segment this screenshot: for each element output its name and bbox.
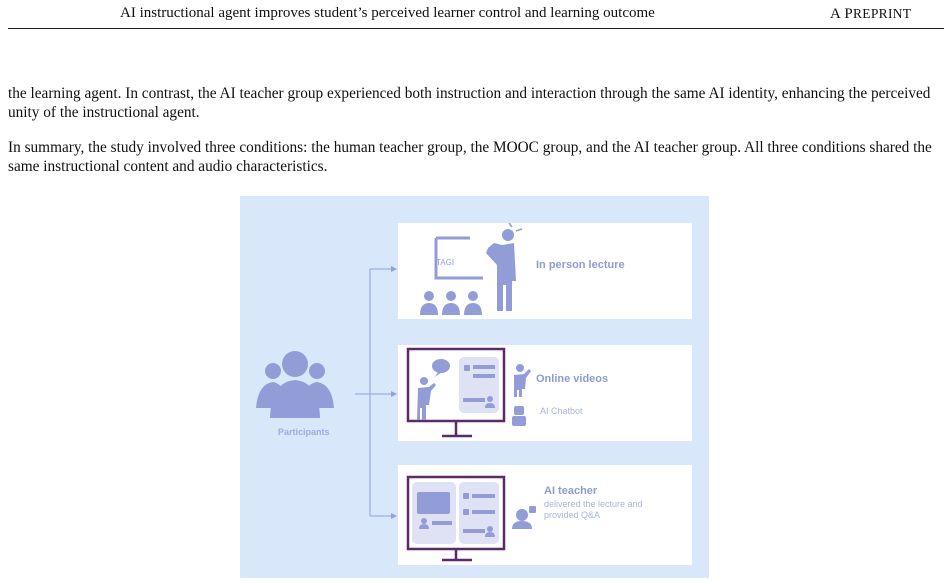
body-paragraph-1: the learning agent. In contrast, the AI …	[8, 85, 931, 121]
panel3-label: AI teacher	[544, 485, 598, 497]
panel1-label: In person lecture	[536, 259, 625, 271]
panel2-label: Online videos	[536, 373, 609, 385]
connector-arrows	[355, 266, 397, 519]
participants-label: Participants	[278, 427, 330, 437]
board-text: TAGI	[436, 258, 455, 267]
panel3-sublabel-line2: provided Q&A	[544, 510, 601, 520]
panel-in-person-lecture: TAGI In person lecture	[398, 223, 692, 319]
panel-ai-teacher: AI teacher delivered the lecture and pro…	[398, 465, 692, 565]
panel2-sublabel: AI Chatbot	[540, 406, 583, 416]
monitor-ai-teacher-icon	[406, 475, 536, 562]
panel-online-videos: Online videos AI Chatbot	[398, 345, 692, 441]
participants-icon	[256, 351, 334, 418]
running-header-tag: A PREPRINT	[830, 6, 911, 23]
running-header: AI instructional agent improves student’…	[0, 0, 952, 26]
tag-prefix: A P	[830, 6, 853, 22]
body-paragraph-2: In summary, the study involved three con…	[8, 139, 932, 175]
lecture-board-icon	[420, 223, 523, 315]
running-header-title: AI instructional agent improves student’…	[120, 5, 655, 21]
monitor-video-icon	[406, 347, 531, 438]
panel3-sublabel-line1: delivered the lecture and	[544, 499, 643, 509]
tag-rest: REPRINT	[853, 6, 912, 21]
header-rule	[8, 28, 944, 29]
study-conditions-figure: Participants TAGI In pers	[240, 196, 709, 578]
